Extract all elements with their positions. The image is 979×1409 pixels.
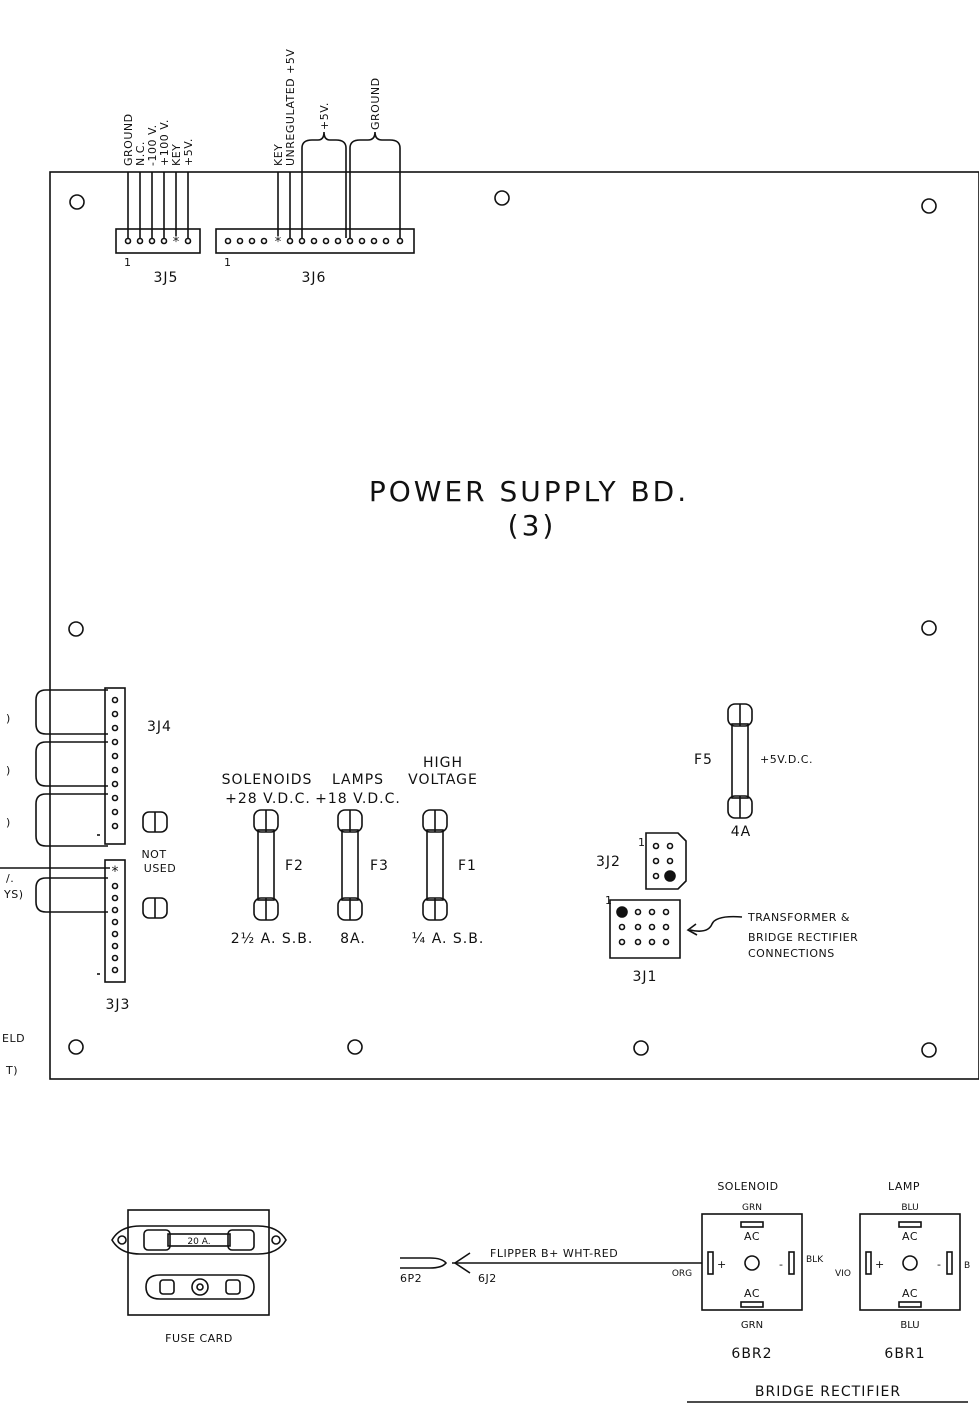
- rectifier-6br1: [859, 1213, 961, 1311]
- f2-desc1: SOLENOIDS: [222, 772, 313, 788]
- connector-3j5: [115, 172, 201, 254]
- flipper-jack: 6J2: [478, 1272, 497, 1285]
- 6br1-top-wire: BLU: [901, 1203, 918, 1213]
- 3j6-group-plus5v: +5V.: [318, 102, 331, 130]
- transformer-note-line1: TRANSFORMER &: [747, 911, 850, 924]
- mounting-holes: [68, 190, 937, 1058]
- f5-id: F5: [694, 752, 713, 768]
- fragment-1: ): [6, 712, 11, 725]
- 3j6-pin-key: KEY: [272, 144, 285, 166]
- 3j5-pin-plus100v: +100 V.: [158, 119, 171, 166]
- 3j4-label: 3J4: [147, 719, 172, 735]
- f2-rating: 2½ A. S.B.: [231, 931, 314, 947]
- f1-desc2: VOLTAGE: [408, 772, 478, 788]
- connector-3j2: [645, 832, 687, 890]
- flipper-wire-label: FLIPPER B+ WHT-RED: [490, 1247, 618, 1260]
- 3j6-pin-unregulated: UNREGULATED +5V: [284, 49, 297, 166]
- 3j6-pin-labels: KEY UNREGULATED +5V +5V. GROUND: [272, 49, 382, 166]
- f1-rating: ¼ A. S.B.: [412, 931, 485, 947]
- fuse-card: [111, 1209, 287, 1316]
- f5-desc: +5V.D.C.: [760, 753, 813, 766]
- fuse-f2: [253, 809, 279, 921]
- connector-3j6: [215, 131, 415, 254]
- f5-rating: 4A: [731, 824, 751, 840]
- fuse-f3: [337, 809, 363, 921]
- 6br1-label: LAMP: [888, 1180, 920, 1193]
- 3j3-label: 3J3: [106, 997, 131, 1013]
- 3j5-pin-key: KEY: [170, 144, 183, 166]
- 6br2-left-wire: ORG: [672, 1269, 692, 1279]
- fragment-6: ELD: [2, 1032, 25, 1045]
- transformer-note-line2: BRIDGE RECTIFIER: [748, 931, 858, 944]
- f1-desc1: HIGH: [423, 755, 463, 771]
- 6br1-plus: +: [875, 1258, 885, 1271]
- 6br1-bottom-wire: BLU: [900, 1320, 919, 1331]
- 6br2-right-wire: BLK: [806, 1255, 824, 1265]
- 6br1-ac-top: AC: [902, 1230, 918, 1243]
- board-outline: [49, 171, 979, 1080]
- 3j3-star: *: [112, 864, 119, 880]
- 6br2-top-wire: GRN: [742, 1203, 762, 1213]
- 6br1-minus: -: [937, 1258, 941, 1271]
- f3-rating: 8A.: [340, 931, 366, 947]
- 3j1-pin1: 1: [605, 894, 613, 907]
- 3j5-pin-plus5v: +5V.: [182, 138, 195, 166]
- flipper-wire: [400, 1252, 702, 1274]
- connector-3j3: [0, 859, 126, 983]
- fragment-4: /.: [6, 872, 14, 885]
- 3j6-pin1: 1: [224, 256, 232, 269]
- 6br2-bottom-wire: GRN: [741, 1320, 763, 1331]
- 6br2-ac-top: AC: [744, 1230, 760, 1243]
- board-title: POWER SUPPLY BD.: [369, 475, 689, 508]
- 3j5-pin-nc: N.C.: [134, 141, 147, 166]
- 3j5-pin1: 1: [124, 256, 132, 269]
- unused-fuse-clips: [142, 811, 168, 919]
- fragment-7: T): [5, 1064, 18, 1077]
- 6br2-label: SOLENOID: [717, 1180, 778, 1193]
- fuse-f5: [727, 703, 753, 819]
- 3j5-pin-ground: GROUND: [122, 113, 135, 166]
- 6br1-left-wire: VIO: [835, 1269, 851, 1279]
- 3j6-group-ground: GROUND: [369, 77, 382, 130]
- fragment-3: ): [6, 816, 11, 829]
- f1-id: F1: [458, 858, 477, 874]
- f2-desc2: +28 V.D.C.: [225, 791, 311, 807]
- 6br2-minus: -: [779, 1258, 783, 1271]
- 3j2-pin1: 1: [638, 836, 646, 849]
- 3j5-pin-minus100v: -100 V.: [146, 124, 159, 166]
- f3-id: F3: [370, 858, 389, 874]
- transformer-note-line3: CONNECTIONS: [748, 947, 835, 960]
- 3j5-label: 3J5: [154, 270, 179, 286]
- bridge-rectifier-title: BRIDGE RECTIFIER: [755, 1384, 901, 1400]
- fuse-card-rating: 20 A.: [187, 1237, 210, 1247]
- board-number: (3): [508, 509, 557, 542]
- f2-id: F2: [285, 858, 304, 874]
- connector-3j4: [35, 687, 126, 847]
- 6br1-right-wire: B: [964, 1261, 970, 1271]
- flipper-plug: 6P2: [400, 1272, 422, 1285]
- 3j2-label: 3J2: [596, 854, 621, 870]
- 6br2-plus: +: [717, 1258, 727, 1271]
- not-used-line1: NOT: [141, 848, 166, 861]
- fragment-5: YS): [3, 888, 24, 901]
- 3j1-label: 3J1: [633, 969, 658, 985]
- 6br1-ac-bottom: AC: [902, 1287, 918, 1300]
- fuse-card-label: FUSE CARD: [165, 1332, 233, 1345]
- left-edge-fragments: ) ) ) /. YS) ELD T): [2, 712, 25, 1077]
- 3j6-key-star: *: [275, 235, 282, 250]
- connector-3j1: [609, 899, 743, 959]
- 6br1-id: 6BR1: [884, 1346, 925, 1362]
- fragment-2: ): [6, 764, 11, 777]
- 6br2-id: 6BR2: [731, 1346, 772, 1362]
- 3j5-pin-labels: GROUND N.C. -100 V. +100 V. KEY +5V.: [122, 113, 195, 166]
- 3j6-label: 3J6: [302, 270, 327, 286]
- f3-desc2: +18 V.D.C.: [315, 791, 401, 807]
- 3j5-key-star: *: [173, 235, 180, 250]
- fuse-f1: [422, 809, 448, 921]
- 6br2-ac-bottom: AC: [744, 1287, 760, 1300]
- f3-desc1: LAMPS: [332, 772, 384, 788]
- rectifier-6br2: [701, 1213, 803, 1311]
- not-used-line2: USED: [144, 862, 176, 875]
